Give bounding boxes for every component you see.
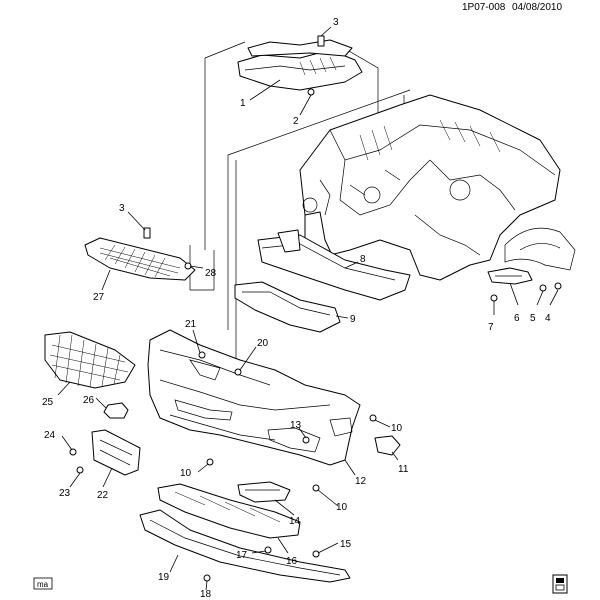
clip-icon: [203, 574, 211, 582]
callout: 28: [205, 268, 217, 279]
callouts: 1 2 3 3 4 5 6 7 8 9 10 10 10 11 12 13 14…: [42, 17, 551, 600]
callout: 17: [236, 550, 248, 561]
callout: 16: [286, 556, 298, 567]
corner-mark-text: ma: [37, 580, 49, 589]
clip-icon: [307, 88, 315, 96]
part-trim-cap: [374, 435, 401, 456]
clip-icon: [198, 351, 206, 359]
callout: 3: [119, 203, 125, 214]
clip-icon: [369, 414, 377, 422]
clip-icon: [312, 484, 320, 492]
callout: 10: [336, 502, 348, 513]
callout: 9: [350, 314, 356, 325]
bolt-icon: [539, 284, 547, 292]
callout: 24: [44, 430, 56, 441]
callout: 21: [185, 319, 197, 330]
callout: 2: [293, 116, 299, 127]
fasteners: [69, 35, 377, 582]
callout: 13: [290, 420, 302, 431]
clip-icon: [302, 436, 310, 444]
callout: 22: [97, 490, 109, 501]
part-side-bracket: [487, 267, 562, 302]
callout: 12: [355, 476, 367, 487]
callout: 6: [514, 313, 520, 324]
callout: 8: [360, 254, 366, 265]
callout: 23: [59, 488, 71, 499]
clip-icon: [234, 368, 242, 376]
callout: 3: [333, 17, 339, 28]
callout: 20: [257, 338, 269, 349]
screw-icon: [143, 227, 151, 239]
drawing-id: 1P07-008: [462, 2, 506, 13]
part-emblem: [103, 402, 129, 419]
part-energy-absorber: [234, 281, 341, 333]
callout: 26: [83, 395, 95, 406]
clip-icon: [312, 550, 320, 558]
part-fog-bezel: [237, 481, 291, 503]
corner-mark: ma: [33, 577, 53, 590]
callout: 10: [391, 423, 403, 434]
bolt-icon: [490, 294, 498, 302]
part-lower-spoiler: [139, 509, 351, 583]
leader-lines: [57, 26, 559, 591]
part-upper-grille: [84, 237, 196, 281]
callout: 10: [180, 468, 192, 479]
clip-icon: [206, 458, 214, 466]
part-upper-shield: [237, 39, 363, 91]
drawing-date: 04/08/2010: [512, 2, 562, 13]
callout: 18: [200, 589, 212, 600]
callout: 11: [398, 464, 409, 475]
part-air-deflector: [157, 483, 301, 539]
manufacturer-badge-icon: [552, 574, 568, 594]
clip-icon: [76, 466, 84, 474]
callout: 14: [289, 516, 301, 527]
screw-icon: [317, 35, 325, 47]
callout: 27: [93, 292, 105, 303]
callout: 15: [340, 539, 352, 550]
callout: 7: [488, 322, 494, 333]
part-license-bracket: [91, 429, 141, 476]
callout: 25: [42, 397, 54, 408]
clip-icon: [69, 448, 77, 456]
clip-icon: [264, 546, 272, 554]
vehicle-front-structure: [299, 94, 576, 281]
part-lower-grille: [44, 331, 136, 389]
callout: 5: [530, 313, 536, 324]
callout: 19: [158, 572, 170, 583]
callout: 1: [240, 98, 246, 109]
part-impact-bar: [257, 229, 411, 301]
bolt-icon: [554, 282, 562, 290]
callout: 4: [545, 313, 551, 324]
